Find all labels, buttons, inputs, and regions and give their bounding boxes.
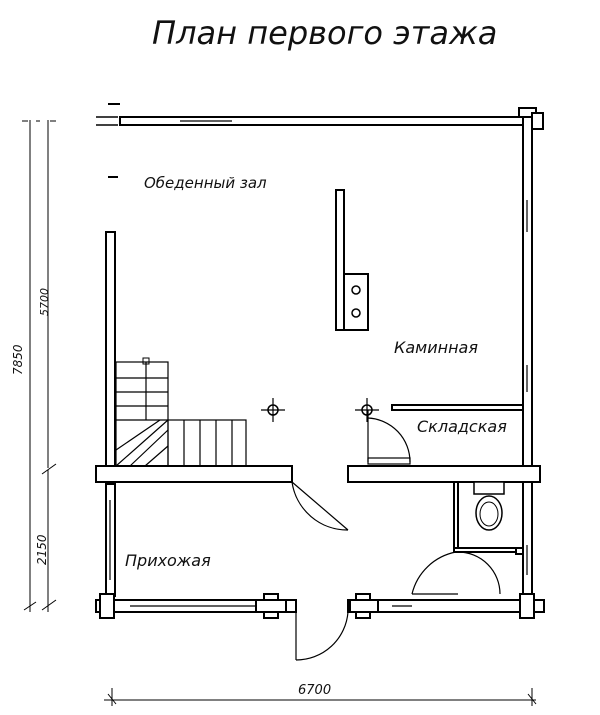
- room-label-fireplace: Каминная: [394, 338, 478, 357]
- staircase: [115, 357, 247, 467]
- light-fixture-icon-2: [355, 398, 379, 422]
- room-label-storage: Складская: [417, 417, 507, 436]
- room-label-hall: Прихожая: [125, 551, 211, 570]
- walls: [95, 103, 545, 619]
- dimension-height-lower: 2150: [35, 534, 49, 565]
- wall-storage: [391, 404, 524, 411]
- dimension-width: 6700: [298, 683, 331, 698]
- fireplace: [335, 189, 369, 331]
- page-title: План первого этажа: [152, 14, 497, 52]
- wall-bottom-right: [347, 599, 545, 613]
- wall-right: [522, 116, 533, 608]
- room-label-dining: Обеденный зал: [144, 174, 267, 192]
- wall-mid-left: [95, 465, 293, 483]
- log-crosses: [99, 593, 535, 619]
- dimension-lines: [22, 120, 537, 706]
- dimension-height-upper: 5700: [38, 288, 51, 316]
- toilet-icon: [473, 481, 505, 531]
- wall-bath-left: [453, 481, 459, 553]
- doors: [291, 410, 501, 661]
- light-fixture-icon: [261, 398, 285, 422]
- wall-left-upper: [105, 231, 116, 467]
- dimension-height-total: 7850: [11, 344, 25, 375]
- wall-bath-bottom: [453, 547, 524, 553]
- wall-mid-right: [347, 465, 541, 483]
